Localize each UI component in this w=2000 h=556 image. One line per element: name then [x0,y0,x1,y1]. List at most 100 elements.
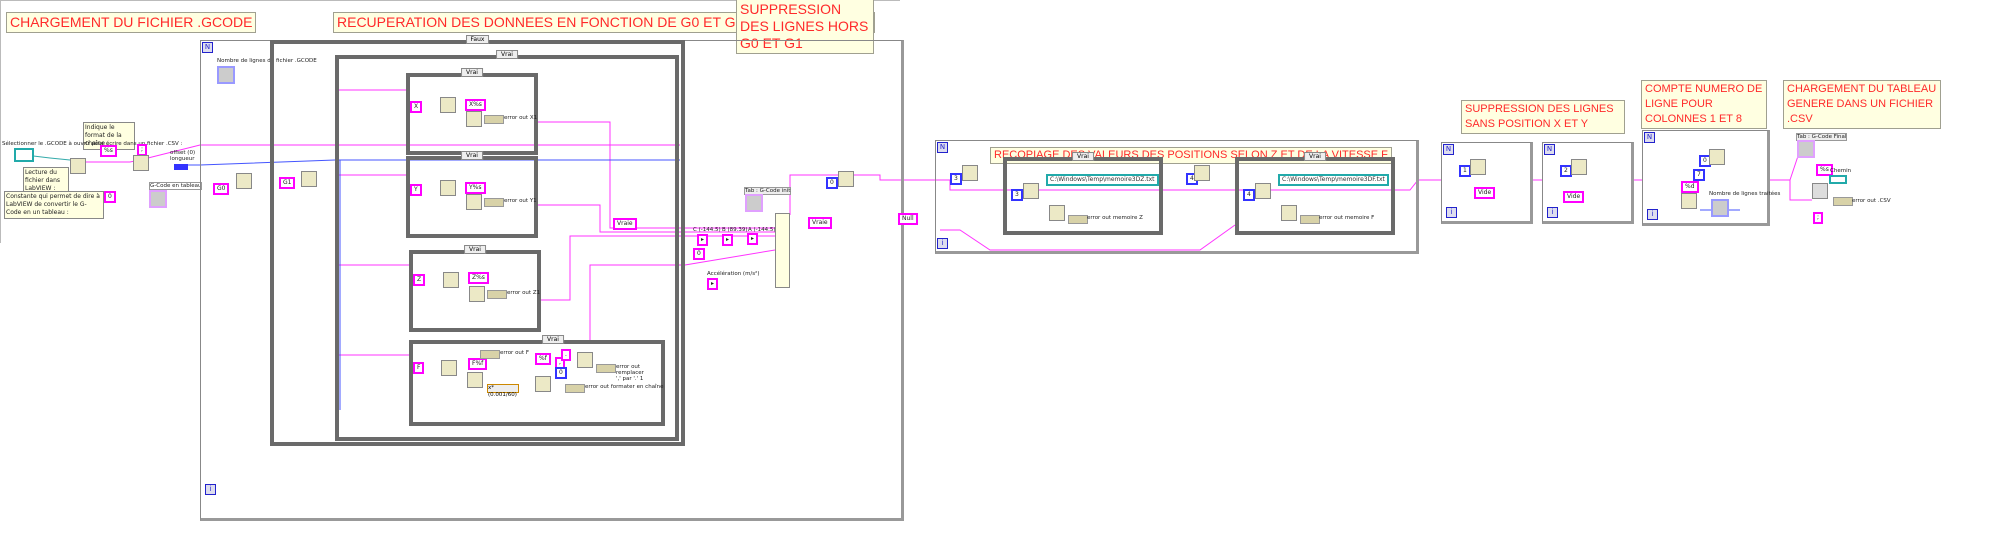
tab-init-label: Tab : G-Code init [744,187,792,195]
error-indicator[interactable] [565,384,585,393]
loop-count-icon: N [1443,144,1454,155]
processed-label: Nombre de lignes traitées [1709,191,1781,197]
path-label: Chemin [1830,168,1852,174]
case-selector[interactable]: Vrai [1072,152,1094,161]
case-selector[interactable]: Vrai [542,335,564,344]
error-indicator[interactable] [480,350,500,359]
format-string-node [1681,193,1697,209]
axis-key-constant[interactable]: X [410,101,423,113]
case-x: Vrai X X%s error out X1 [406,68,538,155]
axis-key-constant[interactable]: F [413,362,425,374]
axis-format-constant[interactable]: Y%s [465,182,486,194]
zero-constant[interactable]: 0 [693,248,705,260]
title-load-gcode: CHARGEMENT DU FICHIER .GCODE [6,12,257,33]
column-constant[interactable]: 4 [1243,189,1255,201]
empty-constant[interactable]: Vide [1563,191,1585,203]
acceleration-constant[interactable]: ▸ [707,278,719,290]
case-selector[interactable]: Vrai [461,151,483,160]
lines-count-indicator[interactable] [217,66,235,84]
memory-f-path[interactable]: C:\Windows\Temp\memoire3DF.txt [1278,174,1389,186]
loop-count-icon: N [1644,132,1655,143]
write-file-node [1281,205,1297,221]
case-structure-g0: Faux [270,35,685,446]
true-constant-2[interactable]: Vraie [808,217,832,229]
g0-constant[interactable]: G0 [213,183,230,195]
formula-node[interactable]: x*(0.001/60) [487,384,519,398]
column-7-constant[interactable]: 7 [1693,169,1705,181]
index-constant[interactable]: 3 [950,173,962,185]
case-y: Vrai Y Y%s error out Y1 [406,151,538,238]
tab-final-indicator[interactable] [1797,140,1815,158]
axis-format-constant[interactable]: X%s [465,99,486,111]
axis-key-constant[interactable]: Z [413,274,426,286]
dot-constant[interactable]: . [561,349,571,361]
panel-border-left [0,0,1,243]
file-path-control[interactable] [14,148,34,162]
copy-for-loop: N i 3 4 [935,140,1419,254]
offset-constant[interactable]: 0 [555,367,567,379]
loop-count-icon: N [202,42,213,53]
null-constant[interactable]: Null [898,213,918,225]
error-indicator[interactable] [487,290,507,299]
int-format-constant[interactable]: %d [1681,181,1699,193]
b-constant[interactable]: ▸ [722,234,734,246]
gcode-array-label: G-Code en tableau [149,182,203,190]
error-indicator[interactable] [484,198,504,207]
c-constant[interactable]: ▸ [697,234,709,246]
tab-init-indicator[interactable] [745,194,763,212]
axis-key-constant[interactable]: Y [410,184,422,196]
gcode-array-indicator[interactable] [149,190,167,208]
error-replace-label: error out remplacer ',' par '.' 1 [616,364,644,382]
case-selector[interactable]: Vrai [461,68,483,77]
delimiter-constant[interactable]: ; [1813,212,1824,224]
error-indicator[interactable] [1300,215,1320,224]
case-selector[interactable]: Faux [465,35,490,44]
a-constant[interactable]: ▸ [747,233,759,245]
case-structure-g1: Vrai [335,50,679,441]
lines-count-label: Nombre de lignes du fichier .GCODE [217,58,317,64]
title-remove-lines: SUPPRESSION DES LIGNES HORS G0 ET G1 [736,0,874,54]
path-control[interactable] [1829,175,1847,184]
scan-string-node [467,372,483,388]
index-array-node [1023,183,1039,199]
scan-string-node [466,111,482,127]
error-indicator[interactable] [596,364,616,373]
title-remove-no-xy: SUPPRESSION DES LIGNES SANS POSITION X E… [1461,100,1625,134]
index-constant[interactable]: 1 [1459,165,1471,177]
index-array-node [962,165,978,181]
loop-count-icon: N [1544,144,1555,155]
empty-constant[interactable]: Vide [1474,187,1496,199]
processed-indicator[interactable] [1711,199,1729,217]
true-constant[interactable]: Vraie [613,218,637,230]
csv-format-constant[interactable]: %s [1816,164,1833,176]
index-constant[interactable]: 2 [1560,165,1572,177]
error-indicator[interactable] [484,115,504,124]
write-spreadsheet-node [1812,183,1828,199]
array-type-constant[interactable]: 0 [104,191,116,203]
loop-iteration-icon: i [937,238,948,249]
a-label: A (-144.5) [748,227,776,233]
format-constant[interactable]: %s [100,145,117,157]
format-into-string-node [535,376,551,392]
error-label: error out memoire Z [1087,215,1143,221]
read-file-node [70,158,86,174]
error-indicator[interactable] [1068,215,1088,224]
axis-format-constant[interactable]: F%f [468,358,488,370]
error-label: error out memoire F [1319,215,1375,221]
error-indicator[interactable] [1833,197,1853,206]
case-selector[interactable]: Vrai [496,50,518,59]
loop-iteration-icon: i [1647,209,1658,220]
column-constant[interactable]: 3 [1011,189,1023,201]
b-label: B (89.39) [722,227,748,233]
axis-format-constant[interactable]: Z%s [468,272,489,284]
panel-border-top [0,0,900,1]
g1-constant[interactable]: G1 [279,177,296,189]
error-format-label: error out formater en chaîne [585,384,664,390]
index-constant[interactable]: 0 [826,177,838,189]
memory-z-path[interactable]: C:\Windows\Temp\memoire3DZ.txt [1046,174,1159,186]
case-selector[interactable]: Vrai [464,245,486,254]
offset-constant[interactable] [174,164,188,170]
count-for-loop: N i 0 7 %d Nombre de lignes traitées [1642,130,1780,226]
float-format-constant[interactable]: %f [535,353,551,365]
case-selector[interactable]: Vrai [1304,152,1326,161]
